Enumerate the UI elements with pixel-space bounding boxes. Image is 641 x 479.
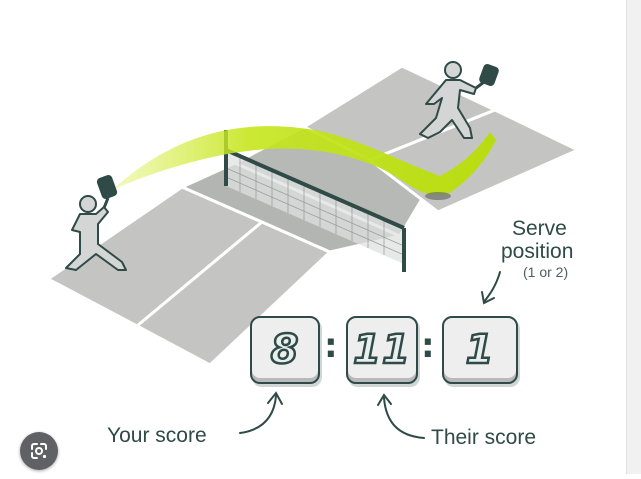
viewer-scrollbar[interactable]	[626, 0, 641, 474]
serve-position-note: (1 or 2)	[523, 264, 569, 280]
your-score-value: 8	[269, 326, 300, 375]
arrow-serve-position	[483, 271, 501, 303]
serve-position-box: 1	[442, 316, 518, 384]
your-score-label: Your score	[107, 424, 207, 447]
arrow-their-score	[383, 397, 425, 439]
serve-position-label-line2: position	[501, 240, 574, 263]
score-separator-2: :	[421, 326, 435, 366]
serve-position-label-line1: Serve	[512, 217, 567, 240]
their-score-label: Their score	[431, 426, 537, 449]
near-player-figure	[65, 175, 127, 271]
ball-shadow	[425, 192, 451, 200]
annotation-arrows	[239, 271, 501, 439]
far-player-figure	[419, 61, 499, 139]
their-score-value: 11	[352, 326, 411, 375]
their-score-box: 11	[346, 316, 418, 384]
google-lens-button[interactable]	[20, 432, 58, 470]
google-lens-icon	[31, 443, 47, 459]
your-score-box: 8	[250, 316, 320, 384]
ball-trail	[112, 126, 496, 196]
arrow-your-score	[239, 395, 277, 434]
score-separator-1: :	[324, 326, 338, 366]
serve-position-value: 1	[464, 326, 495, 375]
